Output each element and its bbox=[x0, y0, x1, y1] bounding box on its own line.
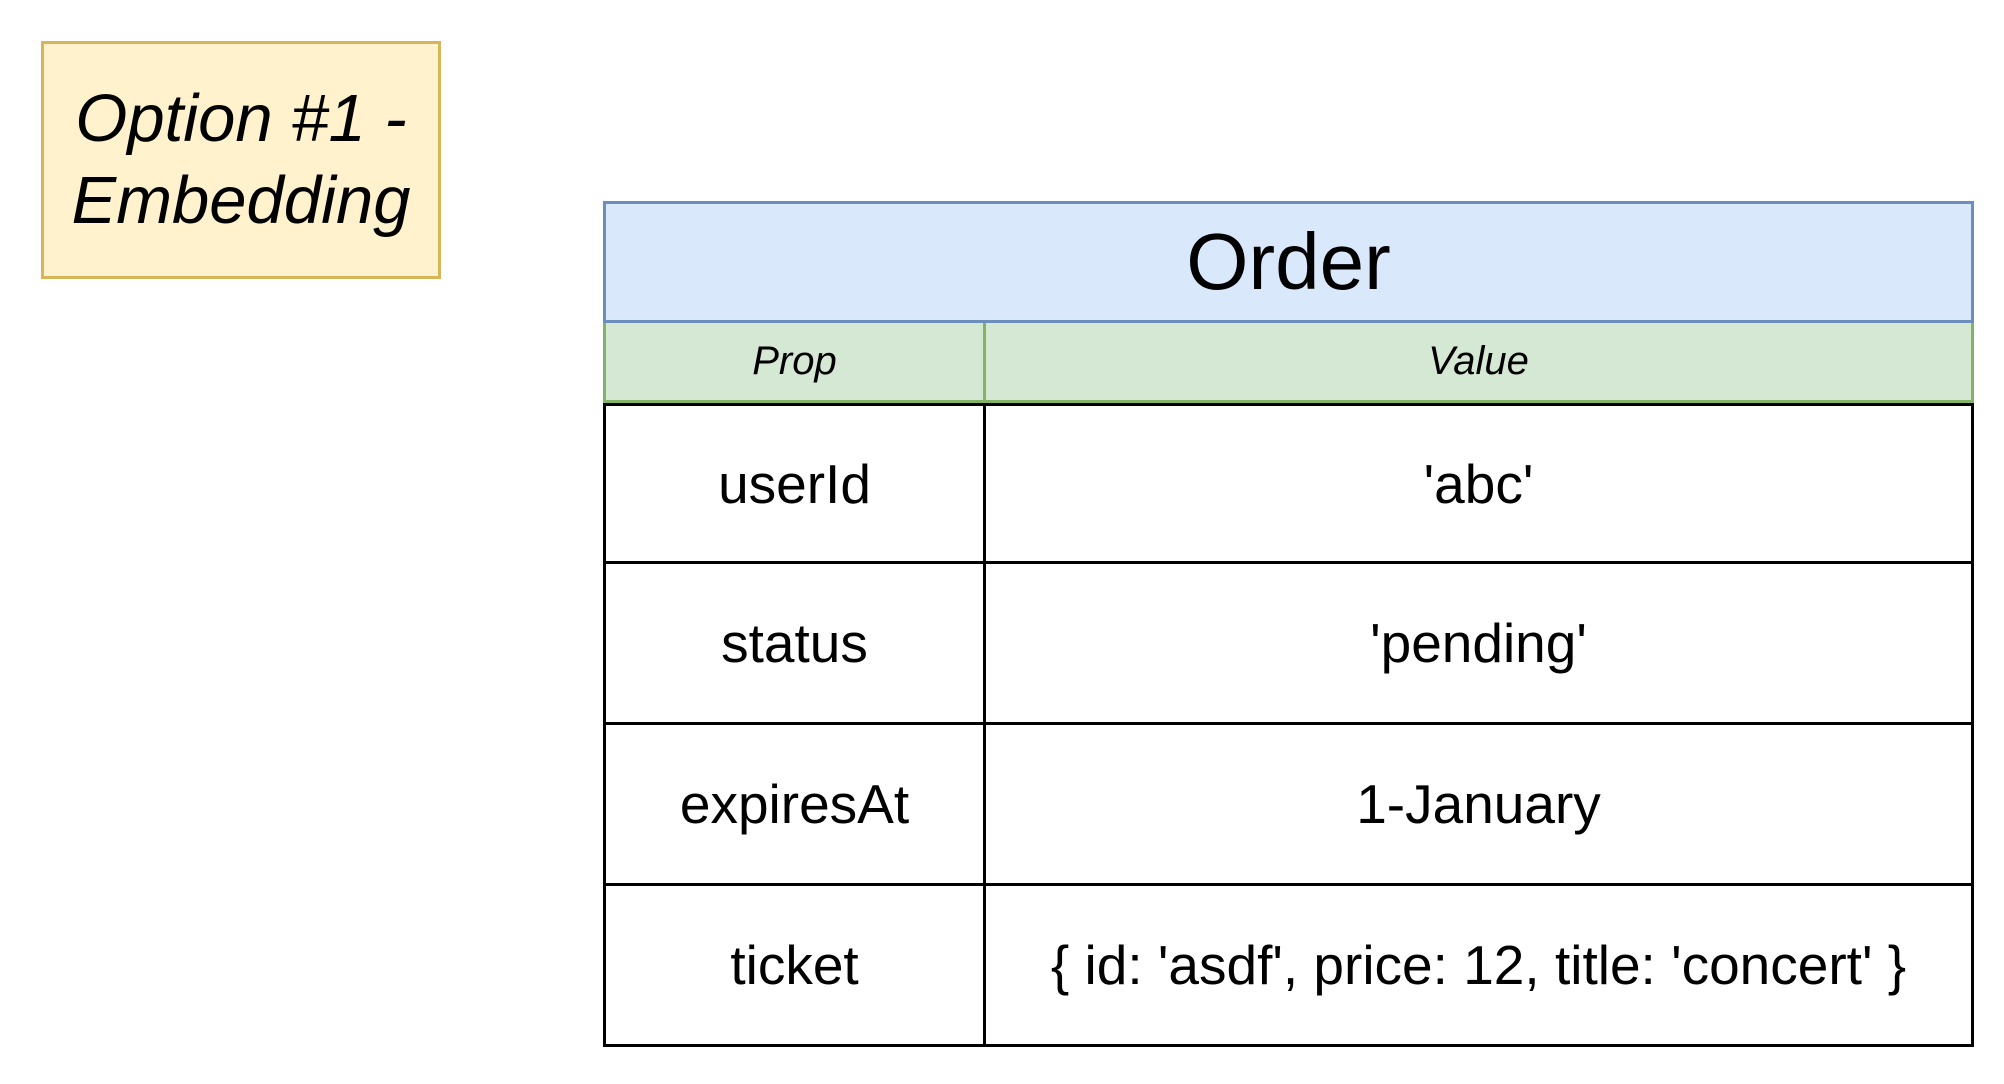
row-prop-cell: userId bbox=[603, 403, 986, 564]
table-row: expiresAt 1-January bbox=[603, 725, 1974, 886]
row-value-cell: { id: 'asdf', price: 12, title: 'concert… bbox=[986, 886, 1974, 1047]
row-prop-cell: ticket bbox=[603, 886, 986, 1047]
table-title: Order bbox=[603, 201, 1974, 323]
row-value-cell: 1-January bbox=[986, 725, 1974, 886]
row-value-cell: 'pending' bbox=[986, 564, 1974, 725]
table-header-row: Prop Value bbox=[603, 323, 1974, 403]
option-note: Option #1 - Embedding bbox=[41, 41, 441, 279]
option-note-text: Option #1 - Embedding bbox=[71, 81, 411, 238]
row-prop-cell: status bbox=[603, 564, 986, 725]
header-prop: Prop bbox=[603, 323, 986, 403]
order-table: Order Prop Value userId 'abc' status 'pe… bbox=[603, 201, 1974, 1047]
header-value: Value bbox=[986, 323, 1974, 403]
table-row: status 'pending' bbox=[603, 564, 1974, 725]
row-prop-cell: expiresAt bbox=[603, 725, 986, 886]
table-row: ticket { id: 'asdf', price: 12, title: '… bbox=[603, 886, 1974, 1047]
table-row: userId 'abc' bbox=[603, 403, 1974, 564]
row-value-cell: 'abc' bbox=[986, 403, 1974, 564]
